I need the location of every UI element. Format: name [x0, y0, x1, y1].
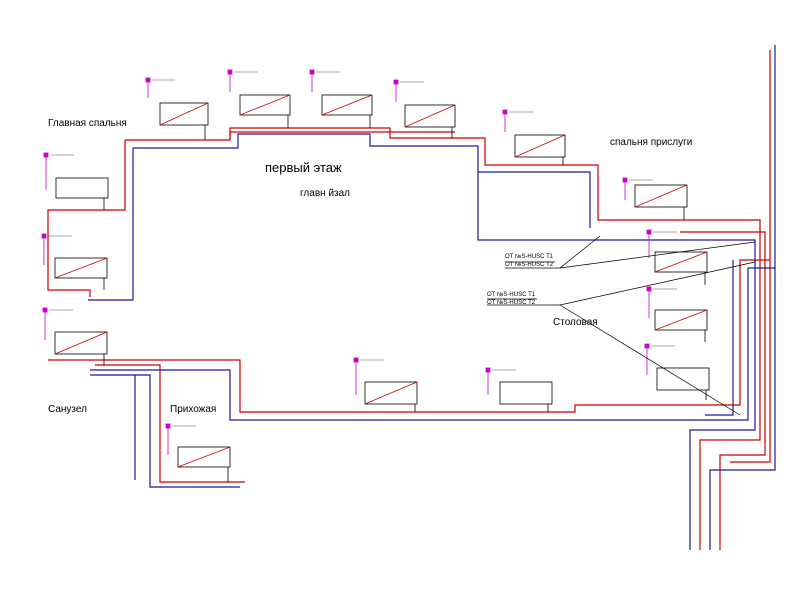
supply-pipes — [47, 50, 771, 550]
return-pipes — [88, 45, 776, 550]
tiny-annotations — [48, 71, 677, 427]
room-label-servant-bedroom: спальня прислуги — [610, 137, 693, 148]
valve-markers — [41, 69, 652, 455]
callout-b-2: ОТ №S-HUSC Т2 — [487, 300, 536, 306]
room-label-bathroom: Санузел — [48, 404, 87, 415]
callout-a-2: ОТ №S-HUSC Т2 — [505, 262, 554, 268]
radiator-14 — [499, 381, 553, 405]
plan-subtitle: главн йзал — [300, 188, 351, 199]
radiator-12 — [656, 367, 710, 391]
room-label-main-bedroom: Главная спальня — [48, 118, 127, 129]
radiator-connectors — [103, 115, 707, 482]
callout-a-1: ОТ №S-HUSC Т1 — [505, 254, 554, 260]
room-label-hallway: Прихожая — [170, 404, 217, 415]
room-label-dining: Столовая — [553, 317, 598, 328]
callout-b-1: ОТ №S-HUSC Т1 — [487, 292, 536, 298]
radiator-diagonals — [54, 94, 708, 468]
radiators — [54, 94, 710, 468]
radiator-7 — [55, 177, 109, 199]
plan-title: первый этаж — [265, 160, 342, 175]
callout-lines — [487, 235, 756, 416]
